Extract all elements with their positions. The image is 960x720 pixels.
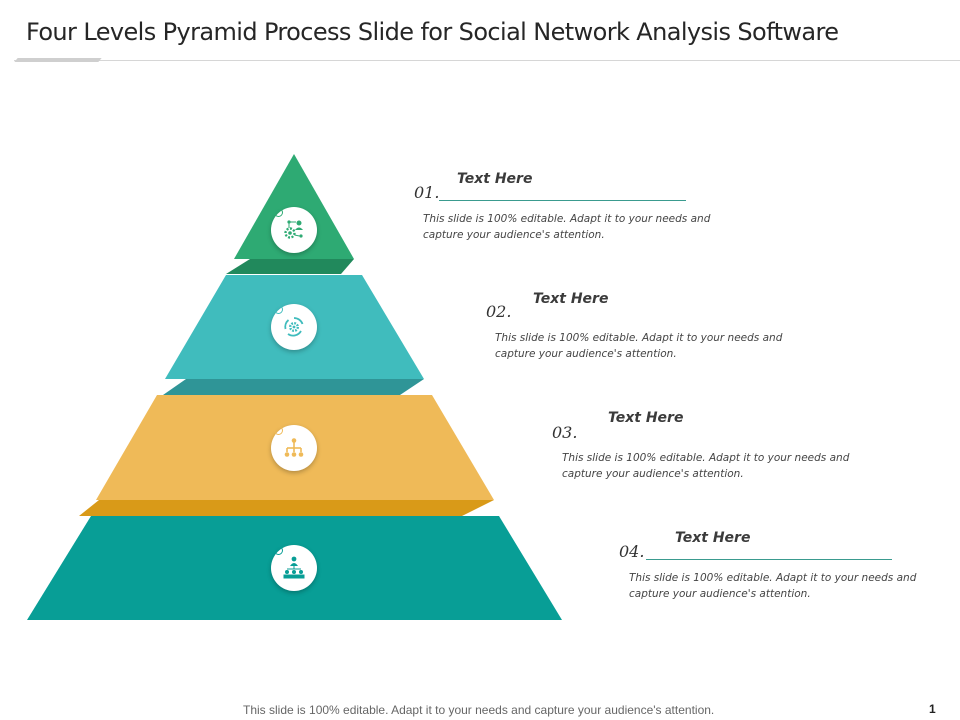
level-3-number: 03. bbox=[552, 423, 578, 442]
team-hierarchy-icon bbox=[283, 556, 305, 579]
level-1-description: This slide is 100% editable. Adapt it to… bbox=[423, 213, 711, 241]
level-1-underline bbox=[439, 200, 686, 201]
level-4-underline bbox=[646, 559, 892, 560]
level-1-shade bbox=[226, 259, 354, 274]
level-1-number: 01. bbox=[414, 183, 440, 202]
title-rule bbox=[14, 60, 960, 61]
level-4-heading: Text Here bbox=[675, 530, 751, 546]
hierarchy-icon bbox=[284, 438, 304, 457]
footer-note: This slide is 100% editable. Adapt it to… bbox=[243, 703, 715, 717]
decor-dot bbox=[274, 208, 283, 217]
level-2-number: 02. bbox=[486, 302, 512, 321]
level-1-heading: Text Here bbox=[457, 171, 533, 187]
level-4-description: This slide is 100% editable. Adapt it to… bbox=[629, 572, 917, 600]
decor-dot bbox=[274, 305, 283, 314]
level-2-description: This slide is 100% editable. Adapt it to… bbox=[495, 332, 783, 360]
level-1-shape bbox=[234, 154, 354, 259]
level-4-icon-button bbox=[271, 545, 317, 591]
level-2-icon-button bbox=[271, 304, 317, 350]
slide-title: Four Levels Pyramid Process Slide for So… bbox=[26, 18, 839, 46]
page-number: 1 bbox=[929, 702, 936, 716]
level-3-description: This slide is 100% editable. Adapt it to… bbox=[562, 452, 850, 480]
level-2-heading: Text Here bbox=[533, 291, 609, 307]
decor-dot bbox=[274, 426, 283, 435]
level-4-number: 04. bbox=[619, 542, 645, 561]
gear-cycle-icon bbox=[284, 317, 304, 337]
level-3-icon-button bbox=[271, 425, 317, 471]
level-3-heading: Text Here bbox=[608, 410, 684, 426]
level-1-icon-button bbox=[271, 207, 317, 253]
level-3-shade bbox=[79, 500, 494, 516]
level-2-shade bbox=[163, 379, 424, 395]
gear-user-network-icon bbox=[284, 220, 303, 239]
decor-dot bbox=[274, 546, 283, 555]
